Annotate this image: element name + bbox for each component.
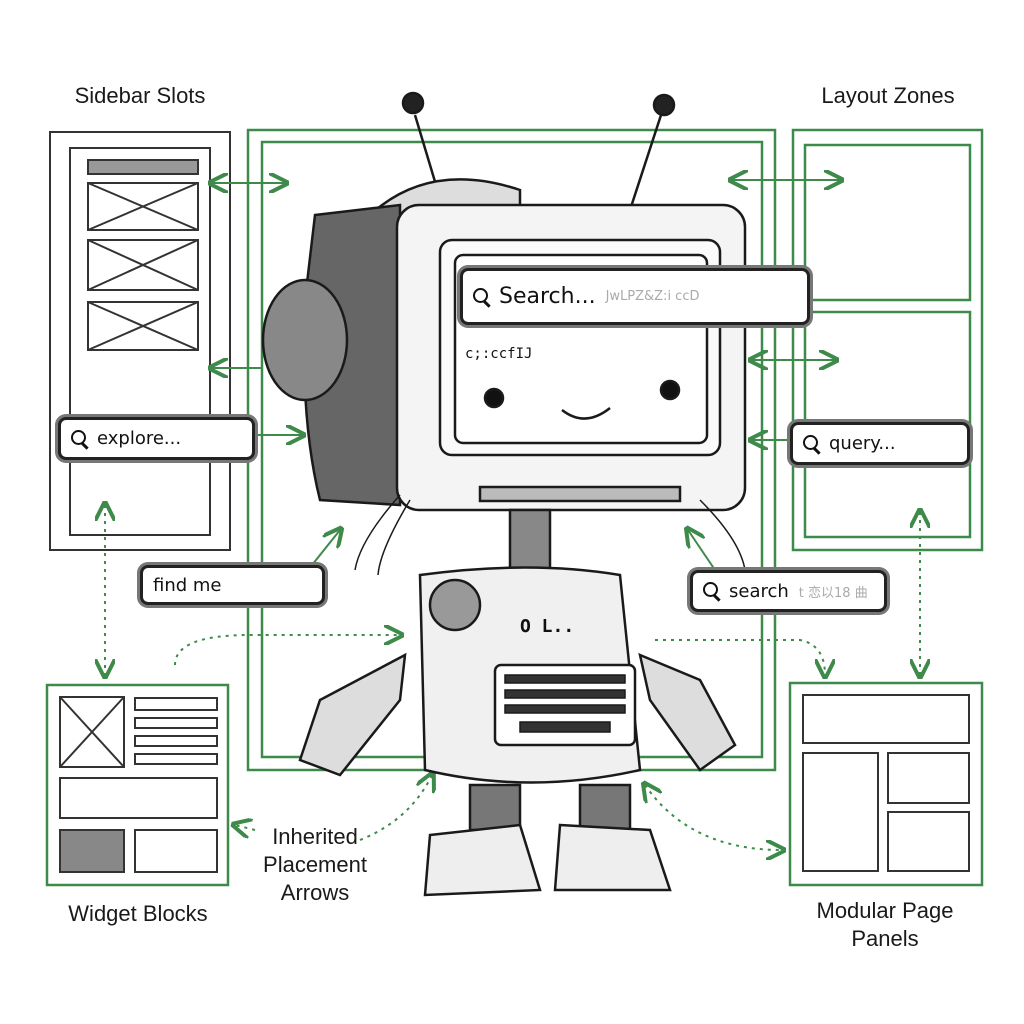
chest-text: O L.. (520, 616, 574, 637)
explore-text: explore... (97, 428, 182, 449)
query-search-bar[interactable]: query... (790, 422, 970, 465)
label-modular-panels: Modular Page Panels (816, 898, 954, 951)
search-small-text: search (729, 580, 789, 602)
main-search-ghost-text: JwLPZ&Z:i ccD (605, 289, 700, 304)
search-icon (71, 429, 89, 448)
explore-search-bar[interactable]: explore... (58, 417, 255, 460)
robot (261, 91, 747, 897)
layout-zones-wireframe (791, 128, 984, 552)
search-icon (473, 287, 491, 306)
label-inherited-arrows: Inherited Placement Arrows (263, 824, 367, 905)
widget-blocks-wireframe (45, 683, 230, 887)
label-sidebar-slots: Sidebar Slots (74, 83, 206, 108)
search-icon (803, 434, 821, 453)
modular-panels-wireframe (788, 681, 984, 887)
label-widget-blocks: Widget Blocks (68, 901, 208, 926)
label-layout-zones: Layout Zones (821, 83, 955, 108)
sidebar-slots-wireframe (49, 131, 231, 551)
search-small-ghost-text: t 恋以18 曲 (798, 585, 868, 601)
query-text: query... (829, 433, 896, 454)
screen-code: c;:ccfIJ (465, 346, 532, 362)
search-bar-small[interactable]: search t 恋以18 曲 (690, 570, 887, 612)
find-me-input[interactable]: find me (140, 565, 325, 605)
search-icon (703, 582, 721, 600)
placement-arrows (105, 180, 920, 850)
find-me-text: find me (153, 574, 222, 596)
main-search-bar[interactable]: Search... JwLPZ&Z:i ccD (460, 268, 810, 325)
main-search-text: Search... (499, 284, 596, 309)
